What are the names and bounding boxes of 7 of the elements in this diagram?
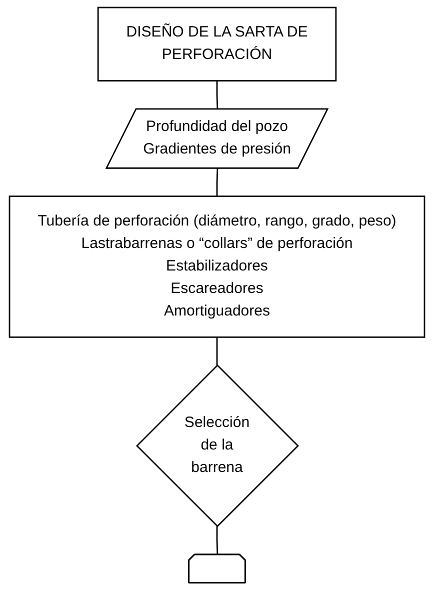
connector [216,168,218,196]
connector [216,526,218,555]
node-diamond [136,364,299,528]
connector [216,80,218,110]
node-box [8,196,426,338]
node-box [97,6,337,82]
connector [216,337,218,366]
